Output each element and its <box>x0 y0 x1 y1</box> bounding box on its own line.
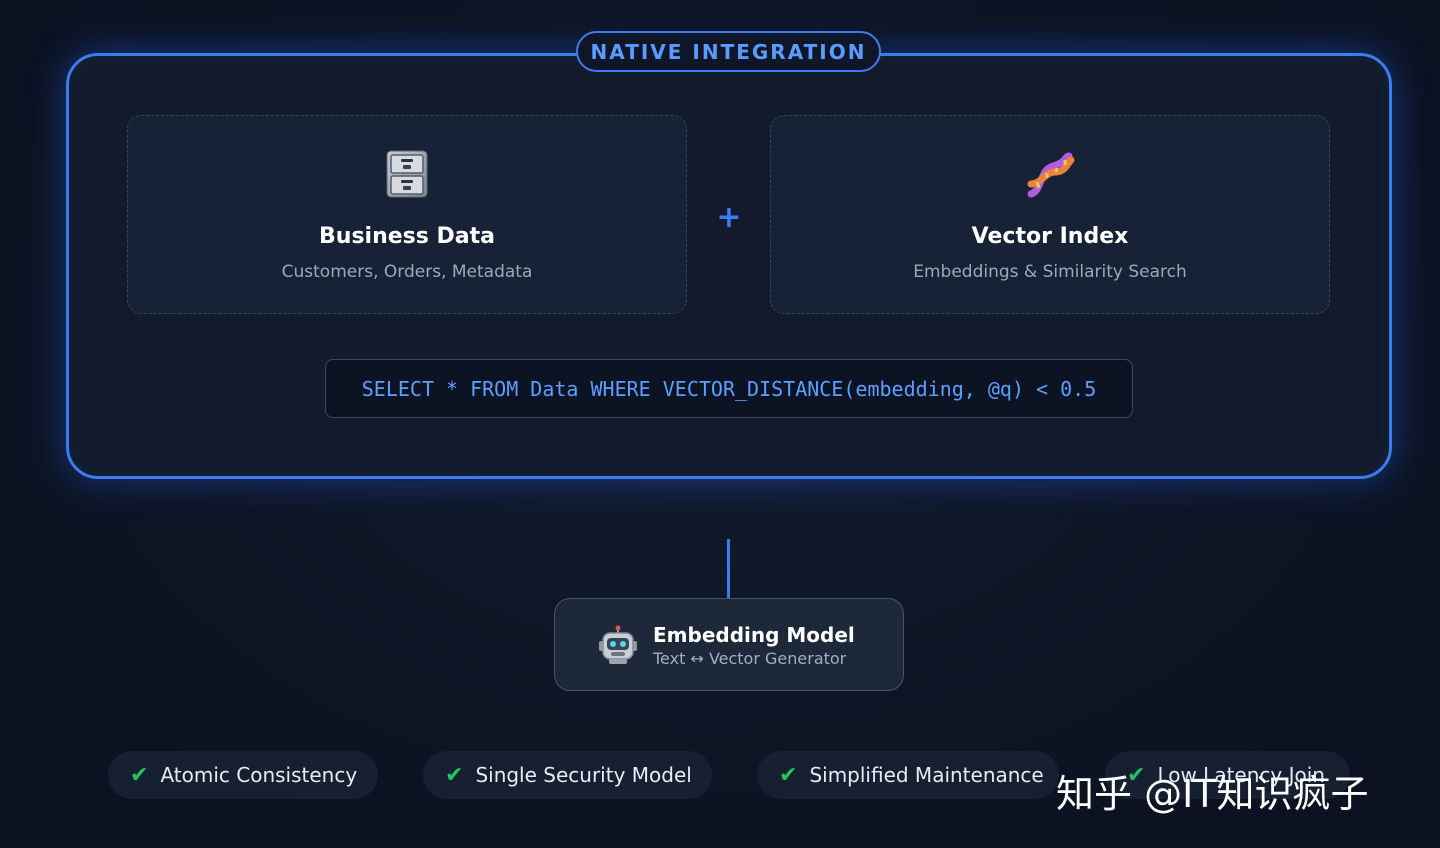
vector-index-subtitle: Embeddings & Similarity Search <box>913 262 1187 282</box>
check-icon: ✔ <box>445 762 464 788</box>
embedding-model-title: Embedding Model <box>653 623 855 647</box>
feature-label: Simplified Maintenance <box>809 763 1044 787</box>
watermark: 知乎 @IT知识疯子 <box>1056 772 1369 816</box>
connector-line <box>727 539 730 599</box>
business-data-title: Business Data <box>319 224 495 249</box>
vector-index-card: Vector Index Embeddings & Similarity Sea… <box>770 115 1330 314</box>
business-data-subtitle: Customers, Orders, Metadata <box>281 262 533 282</box>
feature-pill-low-latency-join: ✔ Low Latency Join <box>1105 751 1350 799</box>
sql-query-text: SELECT * FROM Data WHERE VECTOR_DISTANCE… <box>361 376 1097 401</box>
sql-query-box: SELECT * FROM Data WHERE VECTOR_DISTANCE… <box>325 359 1133 418</box>
feature-label: Atomic Consistency <box>160 763 358 787</box>
badge-label: NATIVE INTEGRATION <box>590 39 867 64</box>
check-icon: ✔ <box>130 762 149 788</box>
check-icon: ✔ <box>1127 762 1146 788</box>
feature-pill-atomic-consistency: ✔ Atomic Consistency <box>108 751 378 799</box>
feature-pill-single-security-model: ✔ Single Security Model <box>423 751 712 799</box>
check-icon: ✔ <box>779 762 798 788</box>
feature-label: Low Latency Join <box>1157 763 1325 787</box>
native-integration-badge: NATIVE INTEGRATION <box>576 31 881 72</box>
plus-icon: + <box>716 200 742 235</box>
dna-icon <box>1027 152 1075 198</box>
feature-label: Single Security Model <box>475 763 692 787</box>
embedding-model-subtitle: Text ↔ Vector Generator <box>653 649 847 668</box>
robot-icon <box>599 625 637 664</box>
feature-pill-simplified-maintenance: ✔ Simplified Maintenance <box>757 751 1059 799</box>
embedding-model-node: Embedding Model Text ↔ Vector Generator <box>554 598 904 691</box>
file-cabinet-icon <box>386 150 428 198</box>
business-data-card: Business Data Customers, Orders, Metadat… <box>127 115 687 314</box>
vector-index-title: Vector Index <box>971 224 1129 249</box>
